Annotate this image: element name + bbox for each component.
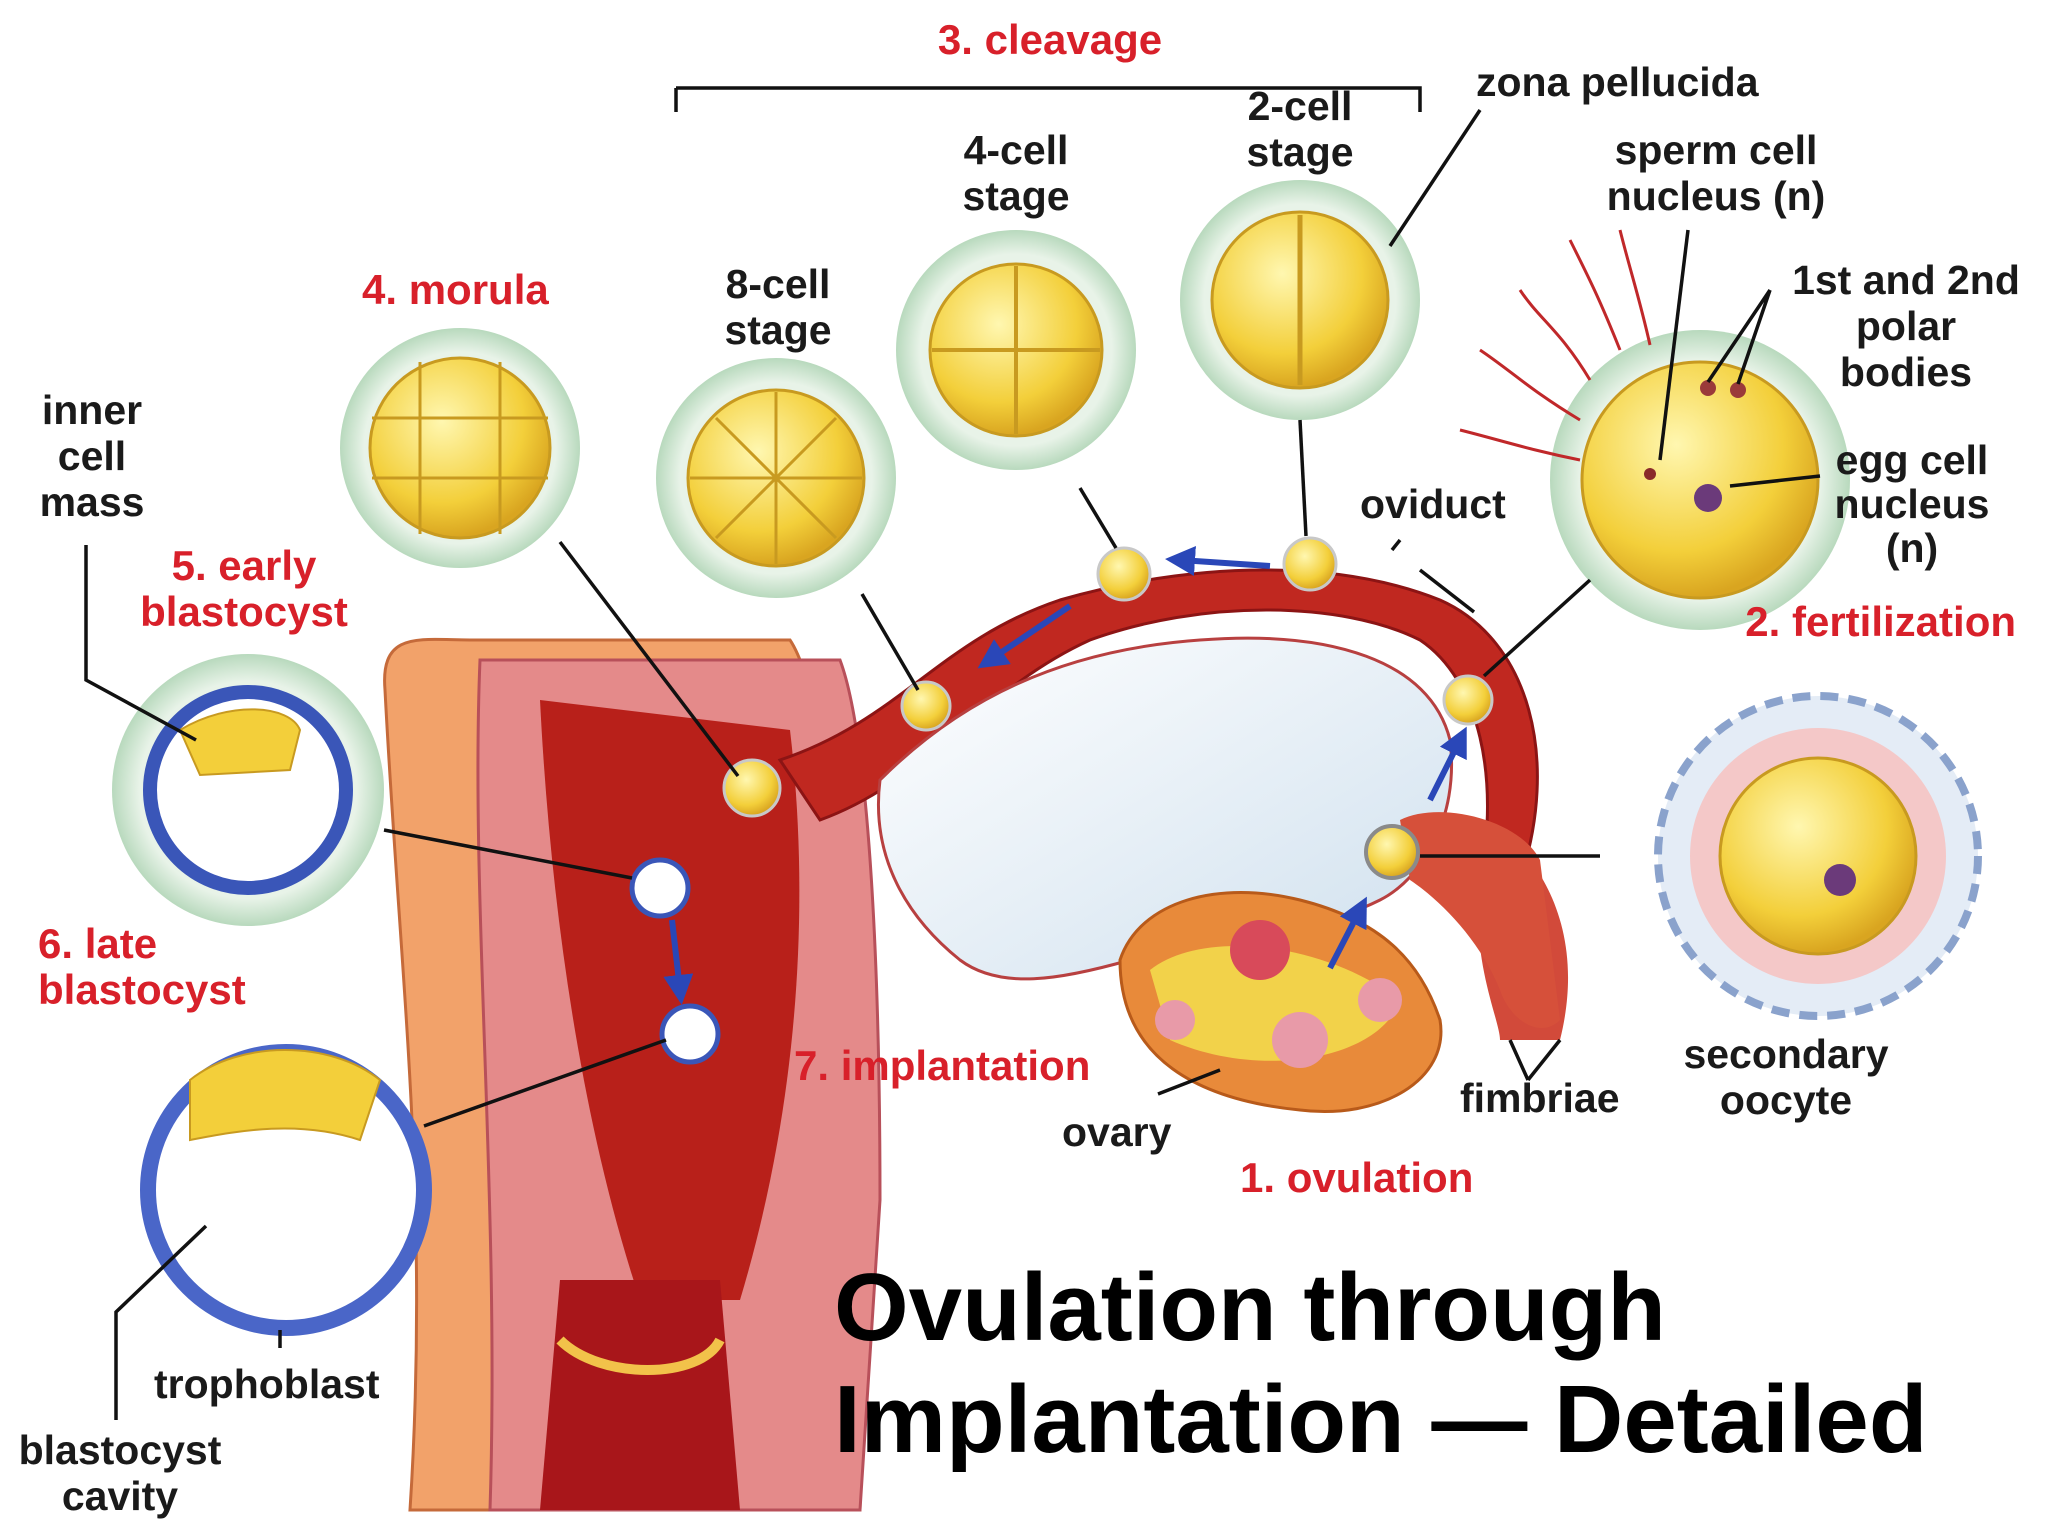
cell-late-blastocyst (659, 1003, 721, 1065)
label-oocyte: oocyte (1720, 1077, 1852, 1123)
inset-four-cell (896, 230, 1136, 470)
ovary-follicle (1272, 1012, 1328, 1068)
label-polar-3: bodies (1840, 349, 1972, 395)
label-eight-cell: 8-cell (726, 261, 831, 307)
label-egg-n: (n) (1886, 525, 1938, 571)
label-two-cell: 2-cell (1248, 83, 1353, 129)
stage-late-blastocyst-2: blastocyst (38, 966, 246, 1013)
label-polar-2: polar (1856, 303, 1956, 349)
cell-four (1096, 546, 1152, 602)
stage-implantation: 7. implantation (794, 1042, 1090, 1089)
tract-cells (629, 536, 1494, 1065)
title: Ovulation through Implantation — Detaile… (834, 1254, 1927, 1473)
label-zona-pellucida: zona pellucida (1476, 59, 1760, 105)
stage-morula: 4. morula (362, 266, 549, 313)
ovary-follicle (1155, 1000, 1195, 1040)
inset-secondary-oocyte (1654, 692, 1982, 1020)
label-trophoblast: trophoblast (154, 1361, 380, 1407)
inset-fertilization (1459, 229, 1850, 630)
inset-late-blastocyst (140, 1044, 432, 1336)
cell-two (1282, 536, 1338, 592)
stage-cleavage: 3. cleavage (938, 16, 1162, 63)
stage-early-blastocyst-2: blastocyst (140, 588, 348, 635)
movement-arrows (663, 546, 1467, 1005)
label-cavity: cavity (62, 1473, 178, 1519)
inset-eight-cell (656, 358, 896, 598)
label-secondary: secondary (1683, 1031, 1888, 1077)
cavity (877, 636, 1453, 981)
label-inner-cell: inner (42, 387, 142, 433)
label-egg-cell: egg cell (1836, 437, 1989, 483)
inset-morula (340, 328, 580, 568)
title-line-2: Implantation — Detailed (834, 1366, 1927, 1473)
label-two-cell-stage: stage (1246, 129, 1353, 175)
ovary-follicle (1230, 920, 1290, 980)
label-polar-1: 1st and 2nd (1792, 257, 2020, 303)
ovary-shape (1118, 891, 1443, 1113)
cell-early-blastocyst (629, 857, 691, 919)
fimbriae-shape (1400, 812, 1560, 1029)
label-sperm-cell: sperm cell (1615, 127, 1818, 173)
leader-lines (84, 86, 1821, 1420)
cell-eight (900, 680, 952, 732)
inset-early-blastocyst (112, 654, 384, 926)
label-four-cell: 4-cell (964, 127, 1069, 173)
label-four-cell-stage: stage (962, 173, 1069, 219)
stage-fertilization: 2. fertilization (1745, 598, 2016, 645)
ovary-follicle (1358, 978, 1402, 1022)
labels: 3. cleavage zona pellucida 2-cell stage … (19, 16, 2020, 1519)
label-egg-nucleus: nucleus (1835, 481, 1990, 527)
label-fimbriae: fimbriae (1460, 1075, 1620, 1121)
cell-ovulated (1364, 824, 1420, 880)
stage-early-blastocyst: 5. early (172, 542, 317, 589)
cell-fertilized (1442, 674, 1494, 726)
title-line-1: Ovulation through (834, 1254, 1666, 1361)
label-ovary: ovary (1062, 1109, 1172, 1155)
label-sperm-nucleus: nucleus (n) (1607, 173, 1826, 219)
label-blastocyst-cavity: blastocyst (19, 1427, 222, 1473)
label-oviduct: oviduct (1360, 481, 1506, 527)
stage-ovulation: 1. ovulation (1240, 1154, 1473, 1201)
label-inner-cell-2: cell (58, 433, 126, 479)
label-inner-cell-mass: mass (40, 479, 145, 525)
inset-two-cell (1180, 180, 1420, 420)
stage-late-blastocyst: 6. late (38, 920, 157, 967)
label-eight-cell-stage: stage (724, 307, 831, 353)
